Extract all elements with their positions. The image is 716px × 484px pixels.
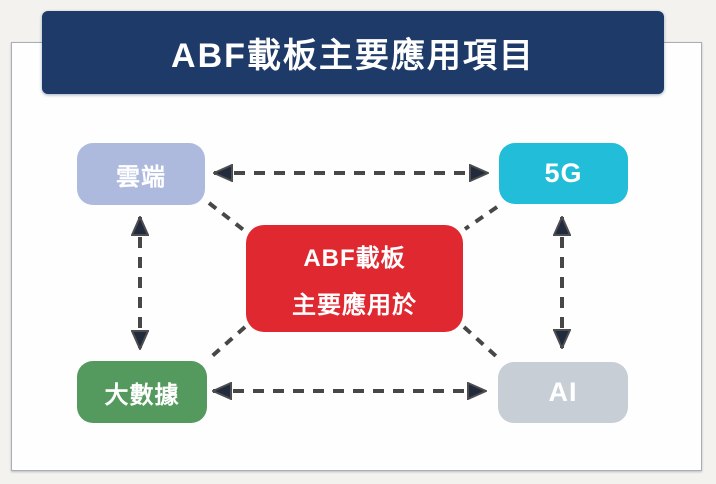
link-center-cloud (207, 201, 247, 233)
title-banner: ABF載板主要應用項目 (42, 11, 664, 94)
link-center-5g (463, 205, 499, 231)
center-box-line2: 主要應用於 (292, 291, 417, 319)
node-bigdata: 大數據 (77, 361, 207, 423)
link-center-bigdata (209, 325, 247, 359)
link-center-ai (462, 325, 499, 359)
node-5g: 5G (499, 143, 628, 204)
node-5g-label: 5G (544, 158, 583, 188)
page-title: ABF載板主要應用項目 (171, 37, 535, 75)
center-box: ABF載板 主要應用於 (246, 225, 463, 332)
node-ai: AI (498, 362, 628, 423)
node-bigdata-label: 大數據 (104, 381, 180, 409)
center-box-line1: ABF載板 (303, 244, 406, 272)
node-cloud: 雲端 (77, 143, 205, 205)
node-ai-label: AI (548, 377, 578, 407)
node-cloud-label: 雲端 (116, 163, 166, 191)
